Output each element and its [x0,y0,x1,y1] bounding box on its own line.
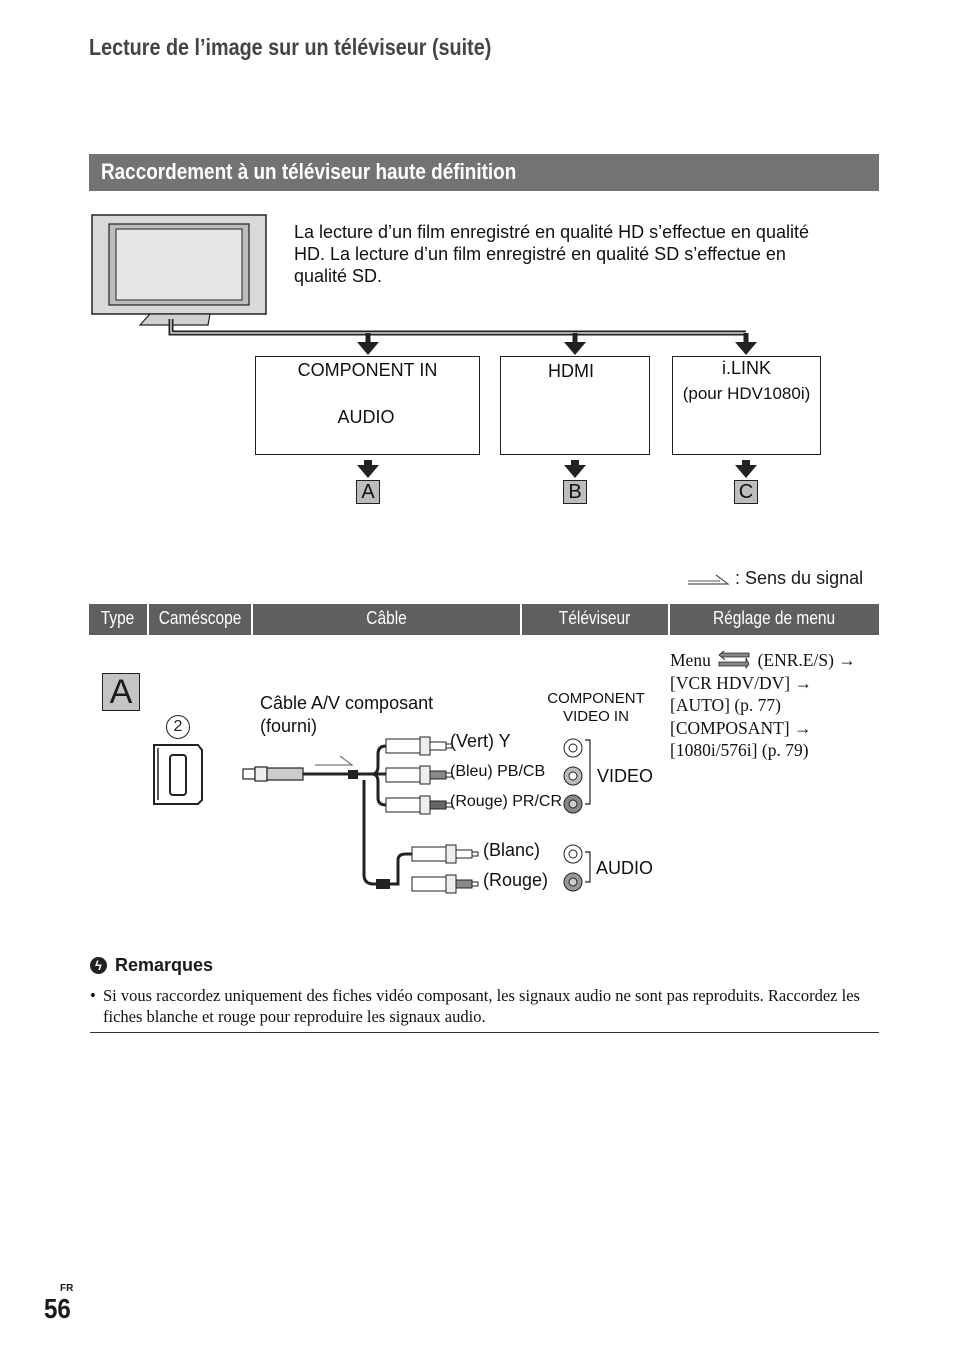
connection-diagram [91,214,760,478]
column-header-tv: Téléviseur [559,608,631,628]
plug-label-red: (Rouge) PR/CR [450,793,563,810]
menu-path-line3: [AUTO] (p. 77) [670,695,781,715]
warning-icon: ϟ [90,957,107,974]
signal-legend: : Sens du signal [686,568,863,589]
hdmi-port-box: HDMI [500,356,650,455]
signal-arrow-icon [688,574,730,585]
tv-jack-title-line1: COMPONENT [547,690,645,707]
page-heading: Lecture de l’image sur un téléviseur (su… [89,34,492,60]
tv-audio-label: AUDIO [596,858,654,878]
cable-diagram [153,736,591,894]
down-arrows [357,342,757,478]
tv-video-label: VIDEO [597,766,654,786]
intro-text: La lecture d’un film enregistré en quali… [294,222,809,286]
letter-c: C [734,480,758,504]
plug-label-blue: (Bleu) PB/CB [450,763,546,780]
ilink-port-box: i.LINK (pour HDV1080i) [672,356,821,455]
tv-jacks-icon [563,738,591,892]
menu-arrows-icon [718,649,750,670]
column-header-camcorder: Caméscope [158,608,242,628]
audio-label: AUDIO [337,407,395,427]
section-title: Raccordement à un téléviseur haute défin… [101,159,517,184]
section-title-bar: Raccordement à un téléviseur haute défin… [89,154,879,191]
table-header: Type Caméscope Câble Téléviseur Réglage … [89,604,879,635]
tv-icon [91,214,267,326]
menu-path-line2: [VCR HDV/DV] → [670,672,812,693]
notes-divider [90,1032,879,1033]
signal-routing-lines [168,319,749,344]
ilink-label: i.LINK [721,358,772,378]
notes-list: • Si vous raccordez uniquement des fiche… [90,985,880,1027]
menu-path-line4: [COMPOSANT] → [670,717,812,738]
language-code: FR [60,1283,74,1294]
cable-name-line1: Câble A/V composant [260,693,434,713]
component-in-label: COMPONENT IN [297,360,438,380]
page-number: 56 [44,1293,71,1324]
column-header-cable: Câble [366,608,407,628]
flow-arrow-icon [315,755,354,766]
column-header-type: Type [101,608,135,628]
multi-plug-icon [242,766,352,782]
rca-plugs [385,736,479,894]
menu-path-line1: Menu (ENR.E/S) → [670,649,856,670]
cable-branches [358,744,412,886]
column-header-menu-setting: Réglage de menu [713,608,836,628]
letter-b: B [563,480,587,504]
component-port-box: COMPONENT IN AUDIO [255,356,480,455]
type-letter-a: A [102,673,140,711]
cable-name-line2: (fourni) [260,716,318,736]
camcorder-component-jack-icon [153,744,203,805]
letter-a: A [356,480,380,504]
plug-label-white: (Blanc) [483,840,541,860]
note-item: • Si vous raccordez uniquement des fiche… [90,986,860,1026]
menu-path-line5: [1080i/576i] (p. 79) [670,740,809,760]
menu-path: Menu (ENR.E/S) → [VCR HDV/DV] → [AUTO] (… [670,649,885,762]
plug-label-red-audio: (Rouge) [483,870,549,890]
hdmi-label: HDMI [548,361,594,381]
signal-legend-text: : Sens du signal [735,568,864,588]
camcorder-jack-number: 2 [166,715,190,739]
tv-jack-title-line2: VIDEO IN [563,708,629,725]
ilink-sublabel: (pour HDV1080i) [682,384,811,403]
plug-label-green: (Vert) Y [450,731,511,751]
